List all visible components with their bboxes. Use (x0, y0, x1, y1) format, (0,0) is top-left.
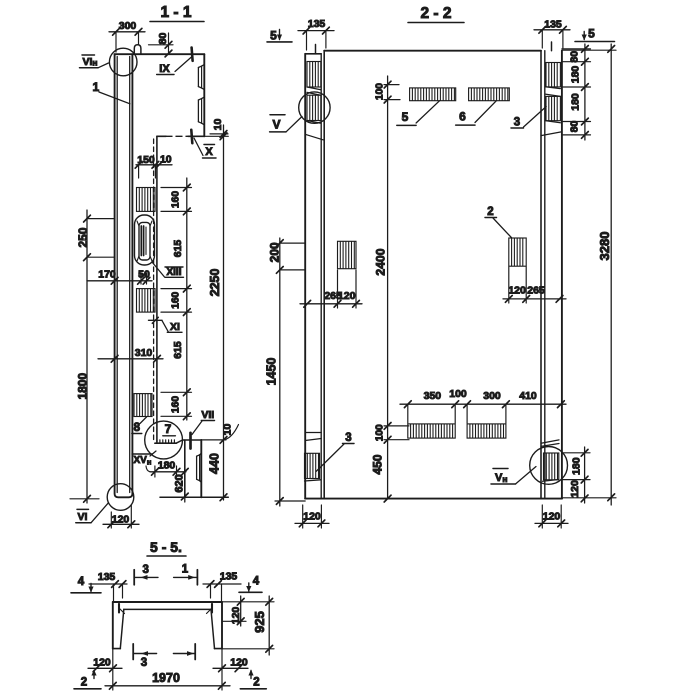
svg-text:200: 200 (268, 242, 282, 262)
svg-text:80: 80 (569, 121, 581, 133)
svg-text:310: 310 (135, 347, 153, 359)
svg-text:5 - 5.: 5 - 5. (150, 539, 182, 555)
svg-text:135: 135 (220, 571, 238, 583)
svg-text:5: 5 (402, 110, 409, 124)
svg-text:440: 440 (208, 453, 222, 474)
svg-text:3: 3 (345, 432, 351, 444)
svg-text:250: 250 (76, 227, 90, 247)
svg-text:XI: XI (170, 321, 180, 333)
svg-text:1450: 1450 (265, 358, 279, 386)
svg-text:7: 7 (165, 422, 172, 436)
svg-text:8: 8 (134, 422, 141, 434)
svg-text:170: 170 (98, 268, 116, 280)
svg-text:265: 265 (527, 284, 545, 296)
svg-text:160: 160 (171, 396, 182, 413)
svg-text:1970: 1970 (152, 671, 180, 685)
svg-text:4: 4 (78, 576, 85, 588)
svg-text:180: 180 (158, 459, 176, 471)
svg-text:IX: IX (159, 63, 170, 75)
svg-text:6: 6 (459, 110, 466, 124)
svg-text:135: 135 (308, 18, 326, 30)
svg-text:3: 3 (142, 564, 148, 576)
svg-text:1800: 1800 (76, 373, 90, 400)
svg-text:5: 5 (588, 27, 595, 41)
svg-text:180: 180 (570, 66, 582, 84)
svg-text:120: 120 (93, 656, 111, 668)
svg-text:100: 100 (375, 83, 386, 100)
svg-text:300: 300 (119, 20, 137, 32)
svg-text:VIн: VIн (83, 56, 98, 68)
svg-text:10: 10 (212, 119, 224, 131)
svg-text:120: 120 (508, 284, 526, 296)
svg-text:120: 120 (543, 510, 561, 522)
svg-text:1: 1 (92, 80, 99, 94)
svg-text:160: 160 (171, 291, 182, 308)
svg-text:80: 80 (157, 33, 169, 45)
svg-text:120: 120 (338, 290, 356, 302)
svg-text:XVн: XVн (134, 455, 152, 467)
svg-text:410: 410 (519, 390, 537, 402)
svg-text:V: V (272, 118, 280, 132)
svg-text:120: 120 (230, 607, 242, 625)
svg-text:1: 1 (182, 563, 189, 575)
svg-text:VII: VII (201, 409, 214, 421)
svg-text:135: 135 (544, 18, 562, 30)
svg-text:180: 180 (570, 93, 582, 111)
svg-text:120: 120 (569, 480, 581, 498)
svg-text:5: 5 (270, 29, 277, 43)
svg-text:2250: 2250 (208, 269, 222, 297)
svg-text:2: 2 (253, 677, 259, 689)
svg-text:3: 3 (141, 657, 147, 669)
svg-text:10: 10 (222, 424, 234, 436)
svg-text:XIII: XIII (166, 267, 181, 278)
svg-text:3280: 3280 (597, 232, 612, 261)
svg-text:300: 300 (483, 390, 501, 402)
svg-text:100: 100 (449, 388, 467, 400)
svg-text:160: 160 (171, 191, 182, 208)
svg-text:120: 120 (230, 656, 248, 668)
svg-text:620: 620 (174, 474, 186, 492)
svg-text:925: 925 (252, 611, 267, 633)
svg-text:615: 615 (172, 341, 184, 359)
svg-text:80: 80 (569, 51, 581, 63)
svg-text:120: 120 (303, 510, 321, 522)
svg-text:2: 2 (81, 677, 87, 689)
svg-text:180: 180 (571, 457, 583, 475)
svg-text:1 - 1: 1 - 1 (160, 4, 191, 21)
svg-text:Vн: Vн (495, 472, 507, 484)
svg-text:100: 100 (375, 424, 386, 441)
svg-text:10: 10 (160, 154, 172, 166)
svg-text:3: 3 (514, 117, 520, 129)
svg-text:2: 2 (487, 206, 493, 218)
svg-text:615: 615 (172, 240, 184, 258)
svg-text:350: 350 (424, 390, 442, 402)
svg-text:2400: 2400 (374, 248, 388, 275)
svg-text:120: 120 (112, 513, 130, 525)
svg-text:2 - 2: 2 - 2 (420, 5, 451, 22)
svg-text:150: 150 (137, 154, 155, 166)
svg-text:135: 135 (98, 571, 116, 583)
svg-text:VI: VI (78, 511, 88, 523)
svg-text:450: 450 (371, 454, 385, 474)
svg-text:4: 4 (253, 576, 260, 588)
svg-text:X: X (205, 146, 213, 158)
